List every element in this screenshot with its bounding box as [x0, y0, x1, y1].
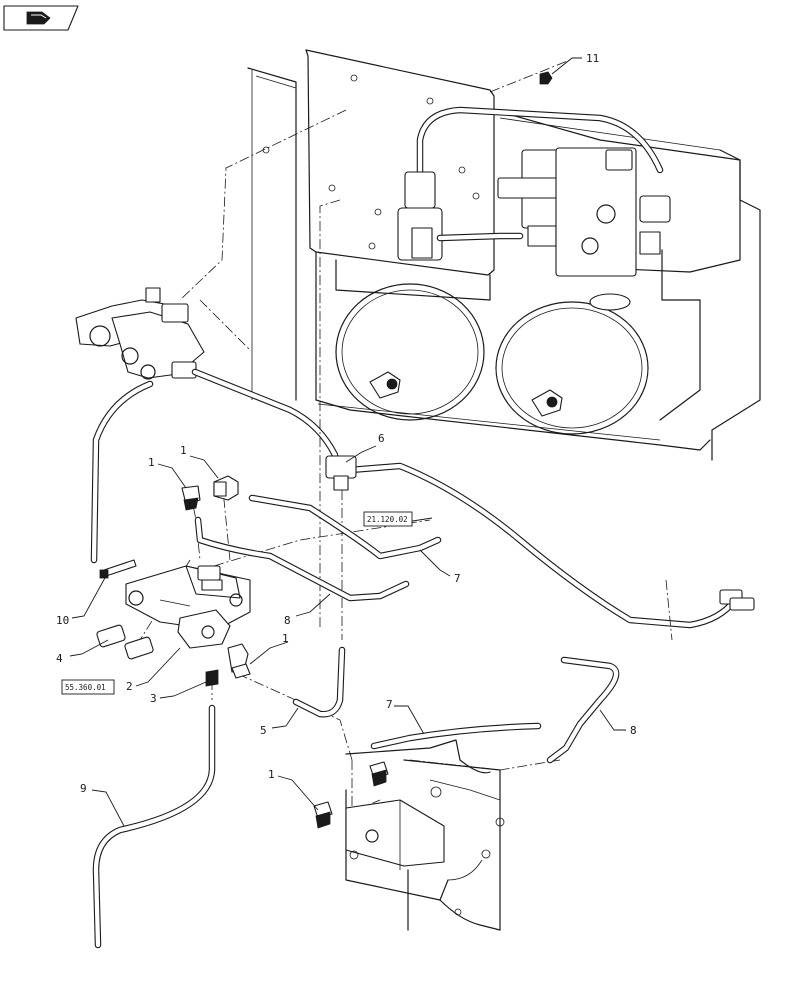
assembly-centerlines [129, 59, 673, 820]
callout-1-left: 1 [148, 456, 155, 469]
hose-8-lower [546, 656, 620, 764]
leader-lines [69, 57, 626, 827]
lower-fitting-1b [313, 801, 333, 829]
callout-6: 6 [378, 432, 385, 445]
plug-4 [96, 624, 154, 660]
callout-7-lower: 7 [386, 698, 393, 711]
callout-8-middle: 8 [284, 614, 291, 627]
callout-1-top: 1 [180, 444, 187, 457]
ref-box-upper[interactable]: 21.120.02 [363, 511, 413, 527]
hose-8-middle [194, 516, 410, 602]
callout-5: 5 [260, 724, 267, 737]
frame-assembly [247, 49, 761, 461]
callout-10: 10 [56, 614, 69, 627]
bolt-10 [99, 559, 137, 579]
hose-7-lower [370, 722, 542, 750]
hose-7-middle [248, 494, 442, 560]
accumulator-left [335, 283, 485, 421]
nut-11 [539, 71, 553, 85]
lower-fitting-1a [369, 761, 389, 787]
accumulator-right [495, 301, 649, 435]
callout-3: 3 [150, 692, 157, 705]
callout-2: 2 [126, 680, 133, 693]
right-end-fitting [719, 589, 755, 611]
long-hose-right [346, 462, 755, 629]
straight-fitting-1-left [181, 485, 201, 511]
hose-5 [292, 646, 346, 718]
remote-valve-upper [75, 287, 339, 564]
tee-fitting-6 [325, 455, 357, 491]
control-valve-block [125, 565, 251, 649]
callout-1-lower: 1 [282, 632, 289, 645]
lower-bracket [345, 739, 505, 931]
nav-book-button[interactable] [3, 5, 79, 31]
elbow-fitting-1-lower [227, 643, 251, 679]
hose-9 [92, 704, 216, 949]
book-page-icon [26, 11, 51, 25]
callout-11: 11 [586, 52, 599, 65]
upper-pressure-switch [397, 106, 664, 261]
callout-4: 4 [56, 652, 63, 665]
callout-7-middle: 7 [454, 572, 461, 585]
elbow-fitting-1-top [213, 475, 239, 501]
ref-label-lower: 55.360.01 [65, 683, 106, 692]
callout-1-bottom: 1 [268, 768, 275, 781]
ref-box-lower[interactable]: 55.360.01 [61, 679, 115, 695]
callout-labels: 11 6 1 1 7 8 10 4 2 3 1 5 9 7 8 1 [56, 52, 637, 795]
ref-label-upper: 21.120.02 [367, 515, 408, 524]
adapter-fitting-3 [205, 669, 219, 687]
callout-9: 9 [80, 782, 87, 795]
upper-valve-block [497, 147, 671, 311]
callout-8-lower: 8 [630, 724, 637, 737]
